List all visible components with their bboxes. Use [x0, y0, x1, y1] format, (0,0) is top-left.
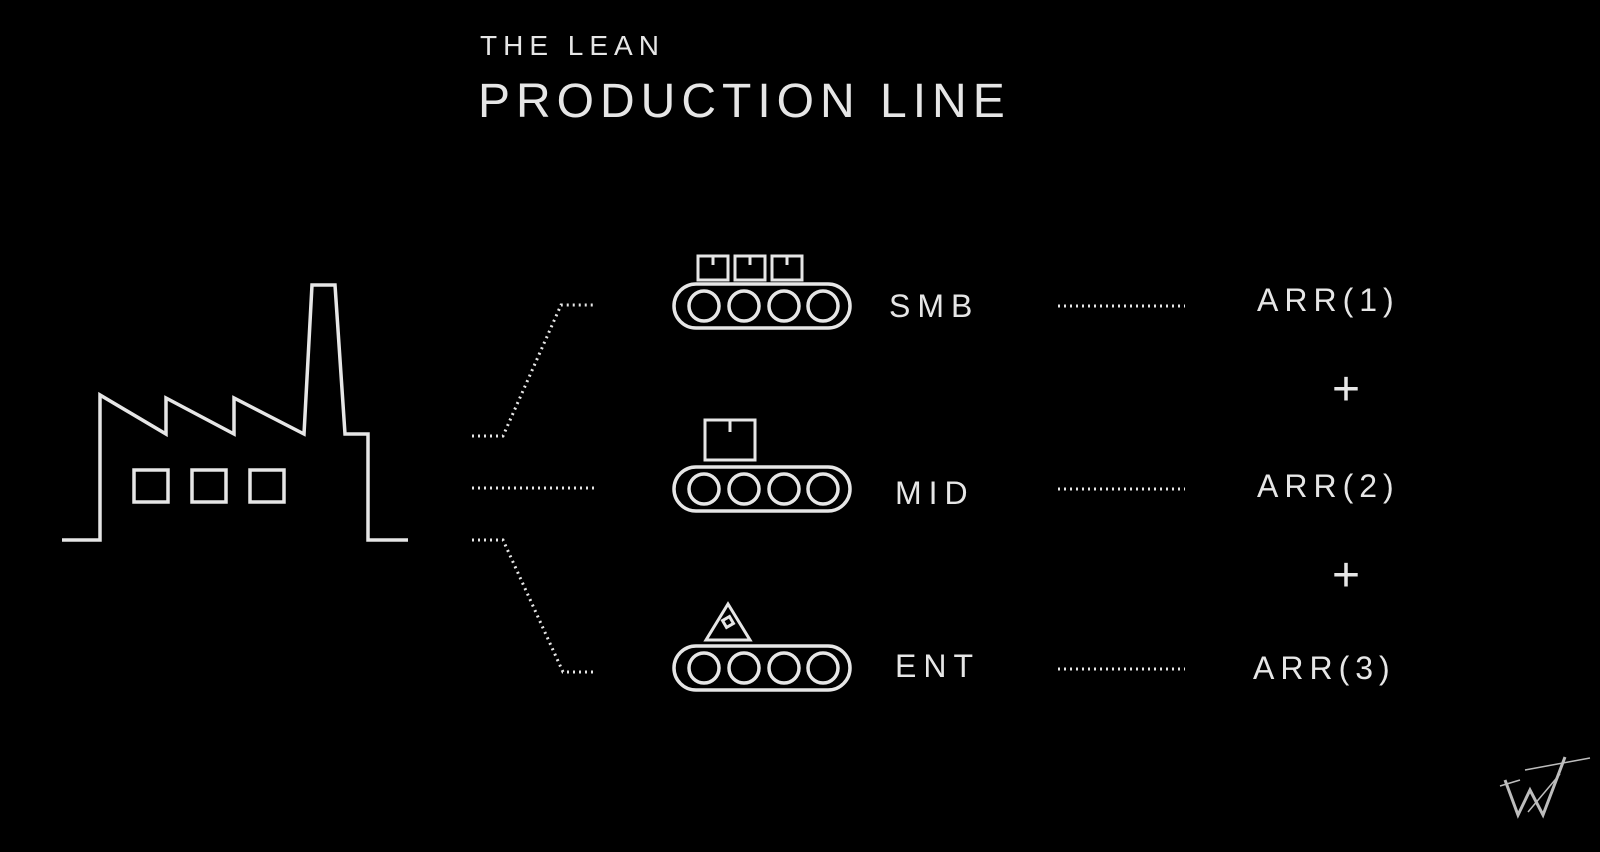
boxes-icon: [696, 254, 804, 282]
box-icon: [703, 418, 757, 462]
title-line-2: PRODUCTION LINE: [478, 75, 1011, 128]
conveyor-smb-icon: [672, 282, 852, 330]
w-logo-icon: [1499, 756, 1591, 819]
arr-label-3: ARR(3): [1253, 650, 1396, 686]
segment-label-mid: MID: [895, 475, 975, 511]
segment-label-ent: ENT: [895, 648, 980, 684]
plus-operator-2: +: [1332, 549, 1361, 602]
arr-label-2: ARR(2): [1257, 468, 1400, 504]
title-line-1: THE LEAN: [480, 30, 665, 61]
conveyor-mid-icon: [672, 465, 852, 513]
arr-label-1: ARR(1): [1257, 282, 1400, 318]
segment-label-smb: SMB: [889, 288, 980, 324]
plus-operator-1: +: [1332, 363, 1361, 416]
factory-icon: [62, 283, 408, 542]
connector-ent: [472, 538, 595, 674]
conveyor-ent-icon: [672, 644, 852, 692]
triangle-icon: [703, 601, 753, 642]
connector-smb: [472, 303, 595, 438]
